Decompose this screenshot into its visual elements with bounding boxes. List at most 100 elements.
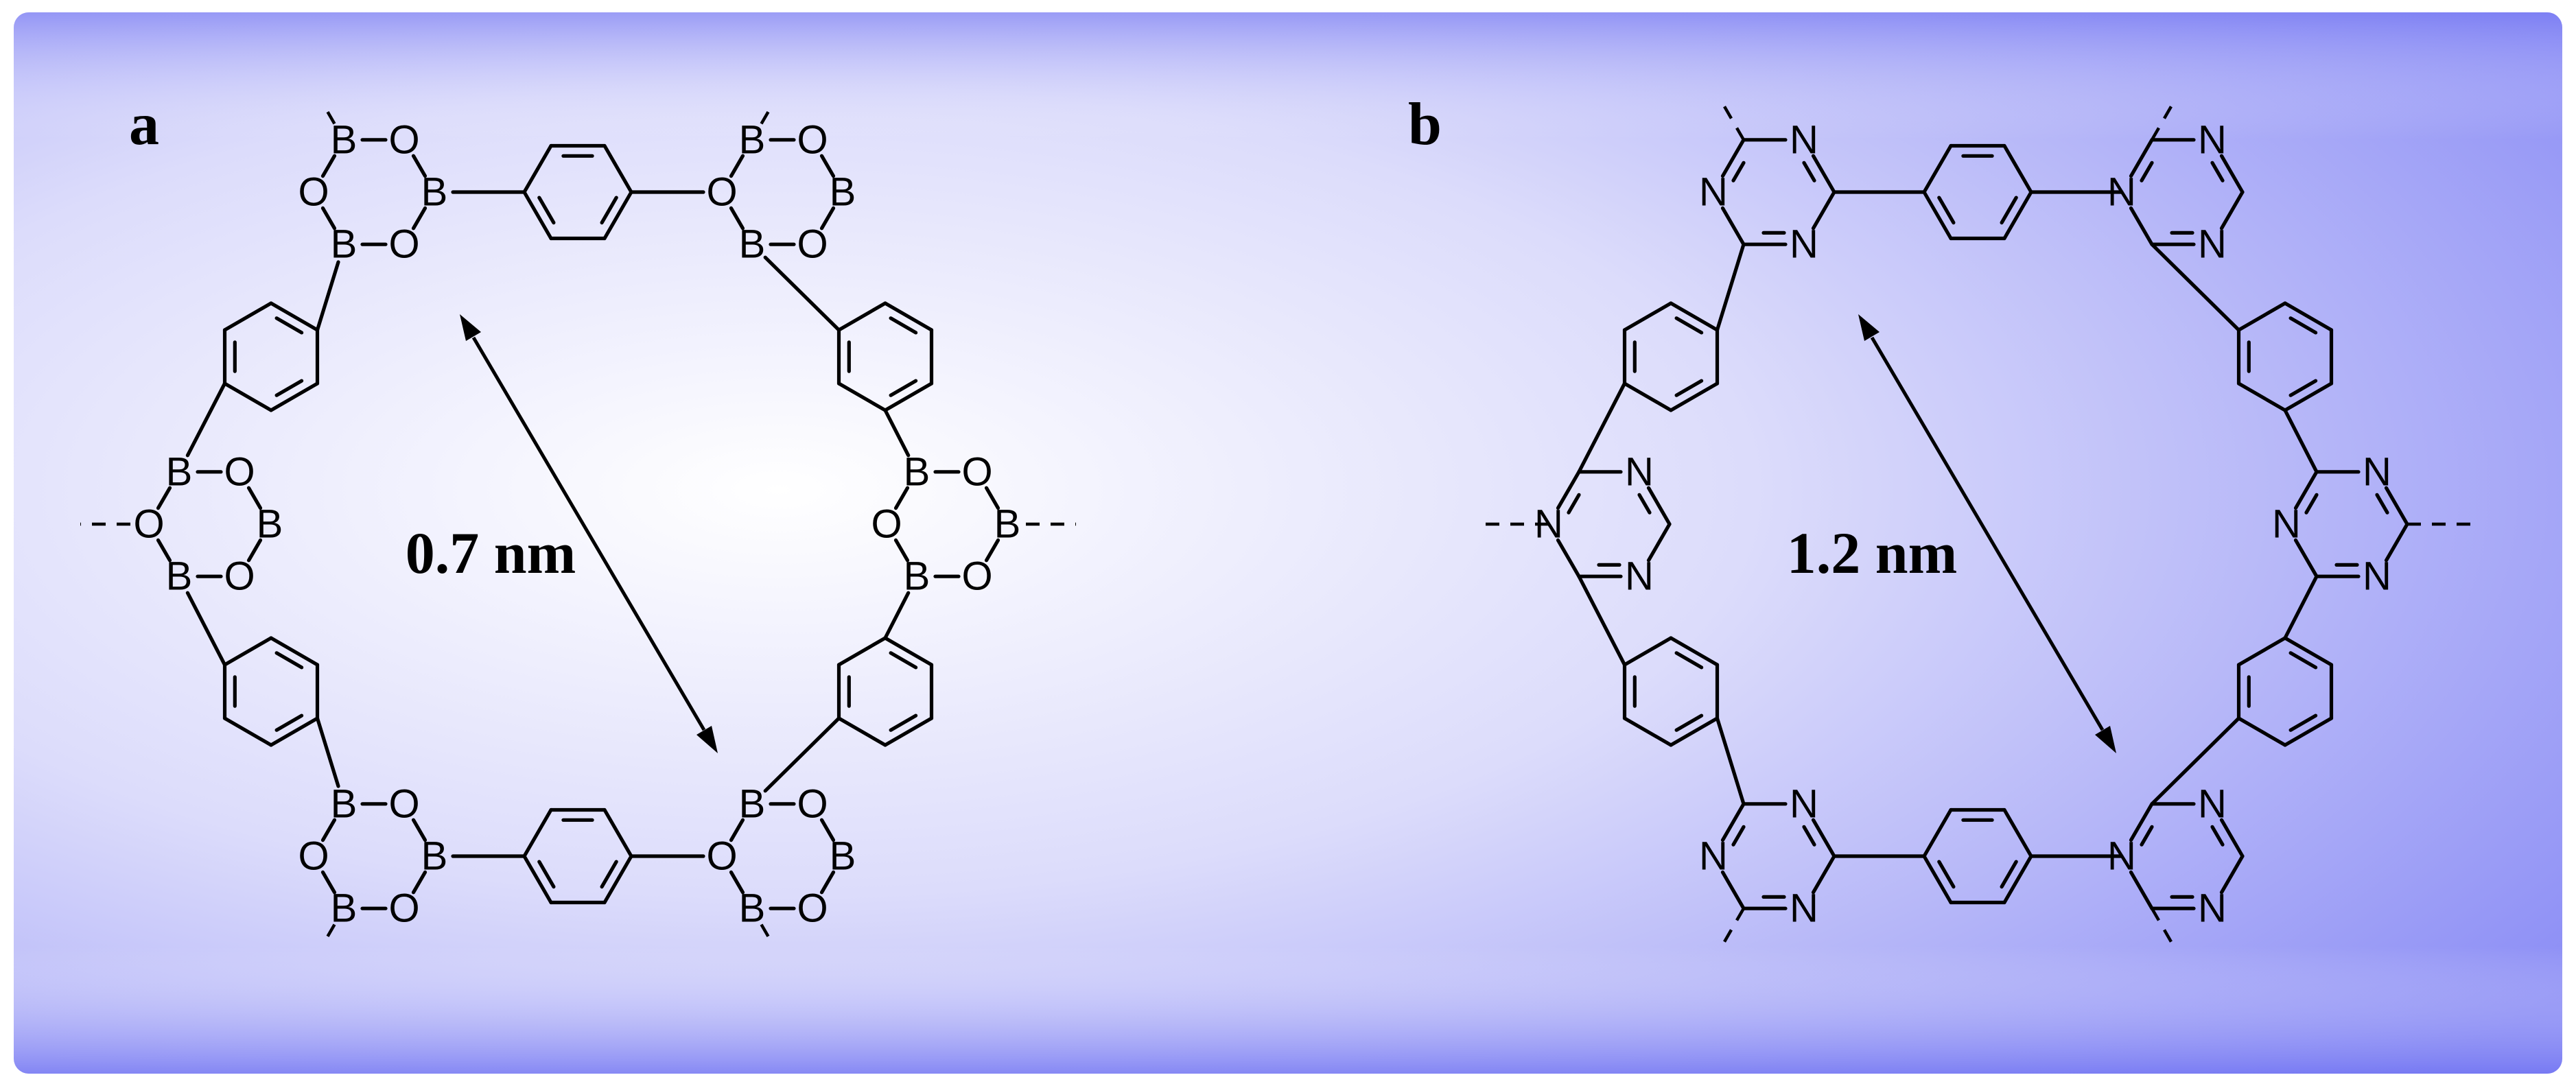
benzene-double-bond <box>1674 379 1704 397</box>
benzene-double-bond <box>1937 860 1956 889</box>
ring-bond <box>2293 470 2319 510</box>
benzene-double-bond <box>274 713 304 732</box>
aryl-triazine-bond <box>2150 716 2241 806</box>
benzene-double-bond <box>1674 713 1704 732</box>
ring-double-bond <box>1731 825 1746 847</box>
benzene-bond <box>1922 190 1953 241</box>
atom-label-O: O <box>298 170 329 215</box>
ring-bond <box>1811 818 1836 858</box>
benzene-bond <box>222 301 273 332</box>
atom-label-B: B <box>739 117 766 162</box>
benzene-bond <box>269 636 320 667</box>
ring-bond <box>2293 538 2319 578</box>
ring-bond <box>819 870 836 895</box>
ring-bond <box>320 154 337 178</box>
atom-label-N: N <box>2272 502 2301 547</box>
aryl-triazine-bond <box>2150 242 2241 332</box>
aryl-triazine-bond <box>1715 716 1746 806</box>
benzene-bond <box>883 301 934 332</box>
ring-double-bond <box>2210 825 2225 847</box>
atom-label-B: B <box>421 170 448 215</box>
ring-bond <box>411 870 428 895</box>
framework-extension-bond <box>2151 103 2174 141</box>
framework-extension-bond <box>1722 908 1745 945</box>
benzene-bond <box>269 716 320 747</box>
framework-extension-bond <box>1722 103 1745 141</box>
ring-double-bond <box>2210 161 2225 182</box>
benzene-bond <box>1922 143 1953 194</box>
benzene-bond <box>269 381 320 412</box>
atom-label-O: O <box>224 554 255 599</box>
ring-bond <box>156 538 172 563</box>
atom-label-O: O <box>388 117 419 162</box>
aryl-triazine-bond <box>1577 574 1627 667</box>
benzene-bond <box>1922 854 1953 905</box>
ring-bond <box>1811 854 1836 895</box>
benzene-double-bond <box>2000 196 2018 225</box>
benzene-double-bond <box>1674 316 1704 335</box>
atom-label-B: B <box>331 781 358 826</box>
ring-bond <box>246 486 263 510</box>
aryl-boron-bond <box>315 260 340 332</box>
atom-label-O: O <box>961 554 992 599</box>
atom-label-N: N <box>2198 781 2227 826</box>
atom-label-O: O <box>388 886 419 931</box>
benzene-bond <box>836 381 887 412</box>
benzene-bond <box>522 190 553 241</box>
atom-label-N: N <box>1699 834 1728 879</box>
benzene-double-bond <box>537 196 556 225</box>
ring-bond <box>819 154 836 178</box>
ring-double-bond <box>2140 161 2154 182</box>
ring-bond <box>411 818 428 842</box>
atom-label-O: O <box>298 834 329 879</box>
benzene-bond <box>602 807 633 858</box>
atom-label-O: O <box>961 449 992 494</box>
atom-label-N: N <box>1790 781 1818 826</box>
atom-label-B: B <box>739 886 766 931</box>
benzene-bond <box>2236 636 2287 667</box>
ring-bond <box>2129 206 2154 246</box>
atom-label-B: B <box>421 834 448 879</box>
background-vignette <box>14 12 2562 1074</box>
pore-distance-arrow-b <box>1858 314 2116 753</box>
framework-extension-bond <box>2151 908 2174 945</box>
ring-bond <box>819 206 836 231</box>
ring-bond <box>1720 870 1746 910</box>
benzene-bond <box>2283 716 2334 747</box>
atom-label-O: O <box>224 449 255 494</box>
ring-bond <box>1811 190 1836 231</box>
ring-bond <box>411 154 428 178</box>
ring-bond <box>1811 154 1836 194</box>
benzene-bond <box>1622 381 1673 412</box>
pore-distance-label-a: 0.7 nm <box>406 520 576 586</box>
benzene-bond <box>269 301 320 332</box>
benzene-bond <box>836 301 887 332</box>
ring-bond <box>729 206 745 231</box>
framework-extension-bond <box>322 103 336 125</box>
benzene-bond <box>222 381 273 412</box>
atom-label-B: B <box>331 222 358 267</box>
atom-label-N: N <box>2198 222 2227 267</box>
atom-label-B: B <box>331 117 358 162</box>
atom-label-O: O <box>797 117 828 162</box>
ring-bond <box>2129 138 2154 178</box>
ring-bond <box>1646 486 1672 526</box>
aryl-triazine-bond <box>1715 242 1746 332</box>
benzene-bond <box>2283 301 2334 332</box>
benzene-bond <box>1669 716 1720 747</box>
ring-bond <box>320 818 337 842</box>
ring-double-bond <box>2375 493 2389 515</box>
benzene-bond <box>1669 301 1720 332</box>
benzene-bond <box>222 716 273 747</box>
benzene-bond <box>522 143 553 194</box>
atom-label-O: O <box>797 886 828 931</box>
atom-label-N: N <box>2198 886 2227 931</box>
ring-bond <box>984 538 1000 563</box>
benzene-bond <box>883 381 934 412</box>
benzene-bond <box>2236 716 2287 747</box>
ring-bond <box>2219 190 2245 231</box>
pore-distance-label-b: 1.2 nm <box>1787 520 1957 586</box>
ring-bond <box>1720 138 1746 178</box>
